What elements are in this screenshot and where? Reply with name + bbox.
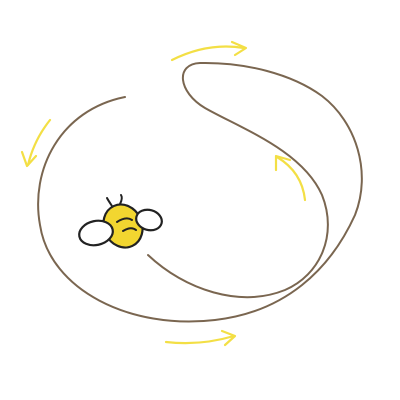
direction-arrows bbox=[20, 40, 307, 347]
bee-stripe bbox=[122, 227, 137, 232]
direction-arrow-icon bbox=[274, 154, 307, 202]
direction-arrow-icon bbox=[170, 40, 248, 62]
bee-icon bbox=[78, 194, 163, 249]
bee-antenna bbox=[106, 197, 113, 207]
bee-wing bbox=[135, 208, 163, 232]
bee-wing bbox=[78, 219, 114, 247]
bee-antenna bbox=[119, 194, 123, 205]
direction-arrow-icon bbox=[20, 118, 52, 168]
flight-path bbox=[37, 61, 363, 323]
bee-stripe bbox=[116, 217, 133, 223]
direction-arrow-icon bbox=[164, 329, 237, 347]
